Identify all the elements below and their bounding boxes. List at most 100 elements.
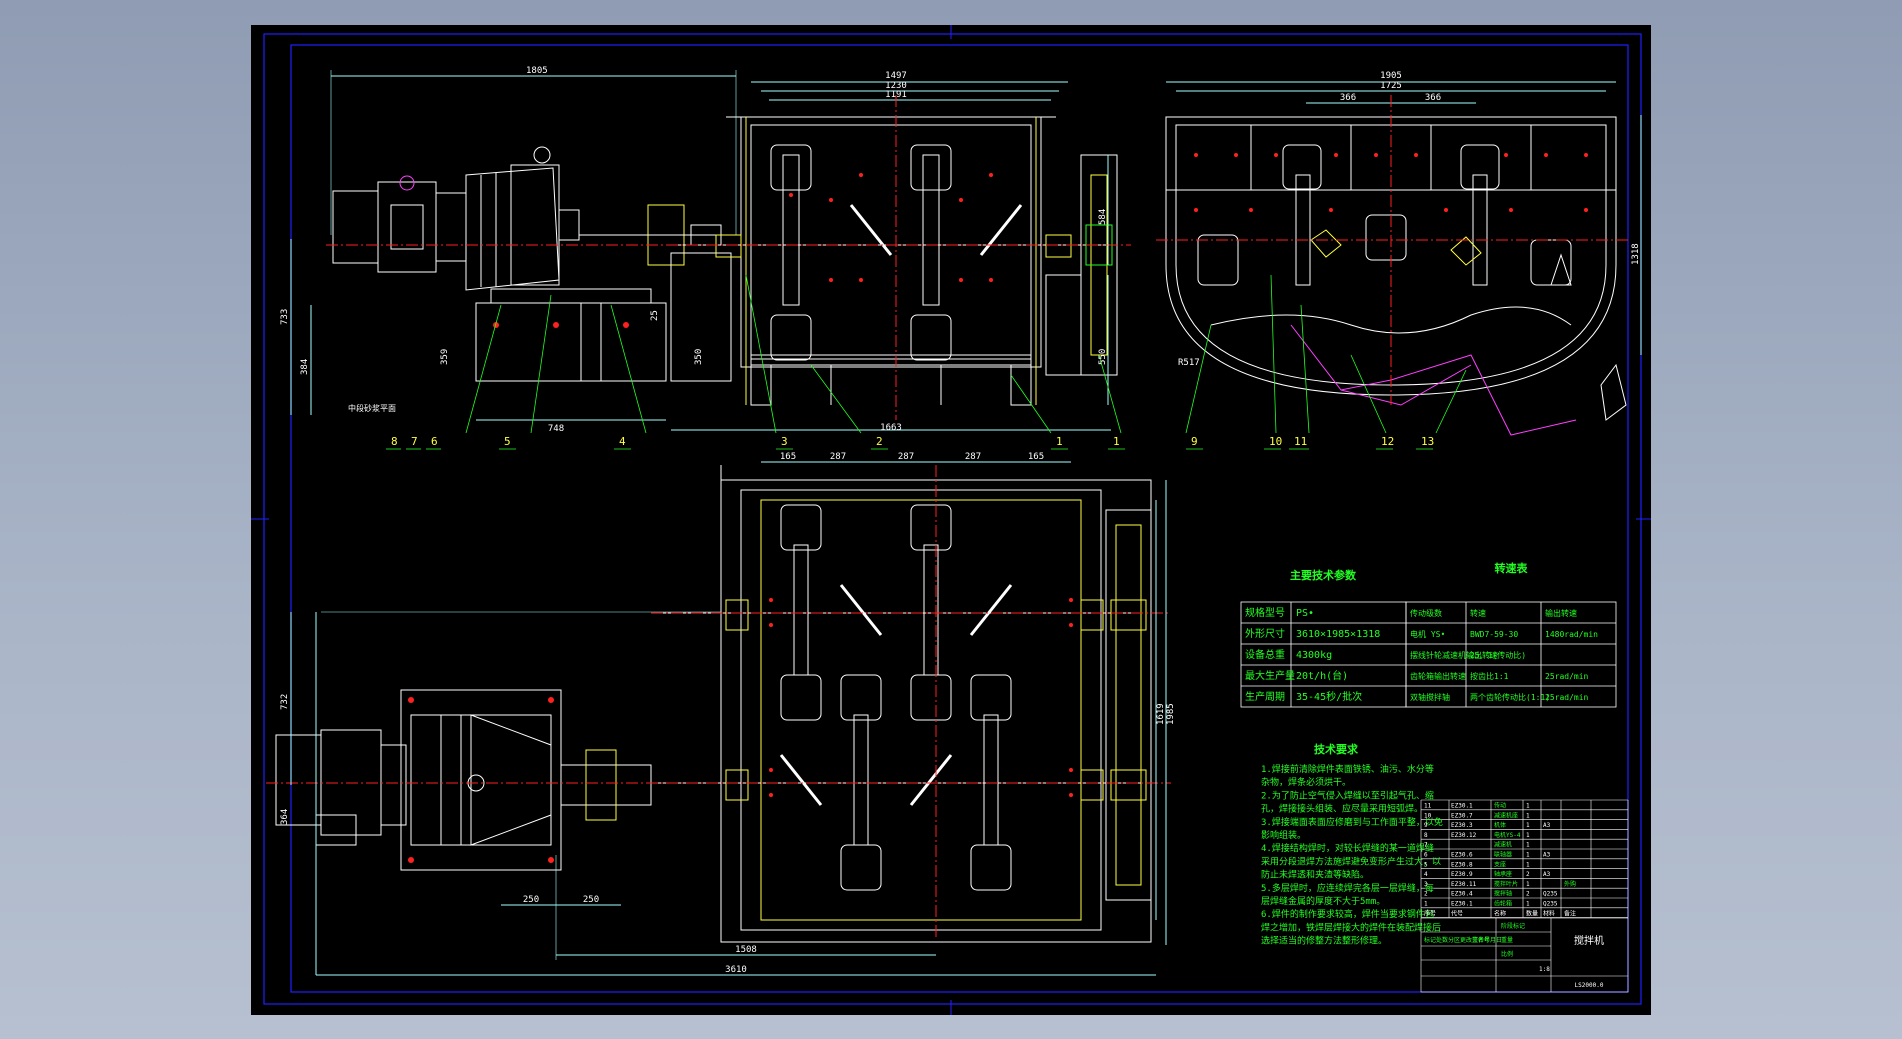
balloon-5: 5 [504, 435, 511, 448]
speed-table [1405, 601, 1617, 708]
bom-cell: 联轴器 [1494, 851, 1512, 859]
balloon-3: 3 [781, 435, 788, 448]
title-block-labels: 标记处数分区更改文件号签名年月日阶段标记重量比例 [1424, 922, 1525, 958]
dim-1985: 1985 [1166, 703, 1176, 725]
bom-cell: 机体 [1494, 821, 1506, 829]
dim-364: 364 [280, 809, 290, 825]
speed-col3: 25rad/min [1545, 672, 1589, 681]
dim-733: 733 [280, 309, 290, 325]
bom-cell: 1 [1526, 901, 1530, 908]
bom-cell: 电机YS-4 [1494, 831, 1521, 839]
balloon-12: 12 [1381, 435, 1394, 448]
dim-1318: 1318 [1631, 243, 1641, 265]
drawing-scale: 1:8 [1539, 966, 1550, 973]
bom-cell: 3 [1424, 881, 1428, 888]
bom-cell: EZ30.8 [1451, 861, 1473, 868]
params-label: 规格型号 [1245, 606, 1285, 619]
tech-req-line: 杂物，焊条必须烘干。 [1261, 776, 1351, 788]
tech-req-line: 层焊缝金属的厚度不大于5mm。 [1261, 895, 1385, 907]
inner-frame [290, 44, 1629, 993]
bom-cell: 轴承座 [1494, 870, 1512, 878]
dim-1663: 1663 [880, 423, 902, 433]
bom-cell: EZ30.1 [1451, 803, 1473, 810]
bom-cell: A3 [1543, 852, 1551, 859]
balloon-2: 2 [876, 435, 883, 448]
tech-req-line: 采用分段退焊方法施焊避免变形产生过大，以 [1261, 855, 1441, 867]
params-value: 3610×1985×1318 [1296, 629, 1380, 640]
tech-req-line: 4.焊接结构焊时，对较长焊缝的某一道焊缝 [1261, 842, 1434, 854]
speed-col1: 齿轮箱输出转速 [1410, 671, 1466, 681]
side-view [1156, 81, 1642, 436]
balloon-6: 6 [431, 435, 438, 448]
drawing-number: LS2000.0 [1575, 982, 1604, 989]
bom-cell: EZ30.3 [1451, 822, 1473, 829]
tech-req-line: 3.焊接端面表面应修磨到与工作面平整，以免 [1261, 816, 1443, 828]
params-value: 20t/h(台) [1296, 669, 1348, 682]
bom-cell: 8 [1424, 832, 1428, 839]
balloon-10: 10 [1269, 435, 1282, 448]
tech-req-line: 1.焊接前清除焊件表面铁锈、油污、水分等 [1261, 763, 1434, 775]
bom-cell: 5 [1424, 861, 1428, 868]
balloon-1b: 1 [1113, 435, 1120, 448]
dim-165-left: 165 [780, 452, 796, 462]
title-block-stage: 阶段标记 [1501, 922, 1525, 930]
cad-drawing: 1805 1497 1230 1191 733 384 359 584 25 3… [251, 25, 1651, 1015]
plan-view [266, 461, 1171, 976]
dim-287-b: 287 [898, 452, 914, 462]
bom-header-cell: 材料 [1543, 909, 1555, 917]
speed-col2: BWD7-59-30 [1470, 630, 1518, 639]
params-label: 设备总重 [1245, 648, 1285, 661]
bom-cell: A3 [1543, 871, 1551, 878]
bom-table [1420, 799, 1629, 918]
dim-165-right: 165 [1028, 452, 1044, 462]
dim-384: 384 [300, 359, 310, 375]
dim-250-a: 250 [523, 895, 539, 905]
params-label: 生产周期 [1245, 690, 1285, 703]
params-value: 35-45秒/批次 [1296, 690, 1362, 703]
bom-cell: 9 [1424, 822, 1428, 829]
speed-col1: 双轴搅拌轴 [1410, 692, 1450, 702]
bom-cell: 搅拌叶片 [1494, 880, 1518, 888]
balloon-4: 4 [619, 435, 626, 448]
dim-1905: 1905 [1380, 71, 1402, 81]
dim-287-c: 287 [965, 452, 981, 462]
dim-r517: R517 [1178, 358, 1200, 368]
tech-req-lines: 1.焊接前清除焊件表面铁锈、油污、水分等杂物，焊条必须烘干。2.为了防止空气侵入… [1261, 763, 1443, 947]
dim-3610: 3610 [725, 965, 747, 975]
dim-1619: 1619 [1156, 703, 1166, 725]
bom-cell: 4 [1424, 871, 1428, 878]
bom-cell: 2 [1424, 891, 1428, 898]
title-block-label: 签名 [1472, 936, 1484, 944]
dim-366-left: 366 [1340, 93, 1356, 103]
level-note: 中段砂浆平面 [348, 403, 396, 413]
balloon-9: 9 [1191, 435, 1198, 448]
bom-cell: 1 [1526, 842, 1530, 849]
bom-cell: EZ30.7 [1451, 812, 1473, 819]
speed-col3: 1480rad/min [1545, 630, 1598, 639]
speed-col2: 25、1(传动比) [1470, 650, 1526, 660]
tech-req-line: 2.为了防止空气侵入焊缝以至引起气孔、缩 [1261, 789, 1434, 801]
bom-cell: 减速机座 [1494, 811, 1518, 819]
bom-header-cell: 备注 [1564, 909, 1576, 917]
drawing-sheet: 1805 1497 1230 1191 733 384 359 584 25 3… [251, 25, 1651, 1015]
bom-cell: 1 [1526, 861, 1530, 868]
speed-col3: 输出转速 [1545, 608, 1577, 618]
dim-350: 350 [694, 349, 704, 365]
tech-req-title: 技术要求 [1314, 742, 1359, 756]
bom-cell: 外购 [1564, 880, 1576, 888]
params-title: 主要技术参数 [1290, 568, 1357, 582]
dim-748: 748 [548, 424, 564, 434]
dim-25: 25 [650, 310, 660, 321]
speed-col2: 转速 [1470, 608, 1486, 618]
bom-header-cell: 代号 [1451, 909, 1463, 917]
dim-366-right: 366 [1425, 93, 1441, 103]
dim-1508: 1508 [735, 945, 757, 955]
balloon-11: 11 [1294, 435, 1307, 448]
speed-col2: 按齿比1:1 [1470, 671, 1509, 681]
tech-req-line: 5.多层焊时，应连续焊完各层一层焊缝，每 [1261, 882, 1434, 894]
bom-cell: 1 [1526, 852, 1530, 859]
speed-col3: 25rad/min [1545, 693, 1589, 702]
bom-cell: Q235 [1543, 891, 1558, 898]
